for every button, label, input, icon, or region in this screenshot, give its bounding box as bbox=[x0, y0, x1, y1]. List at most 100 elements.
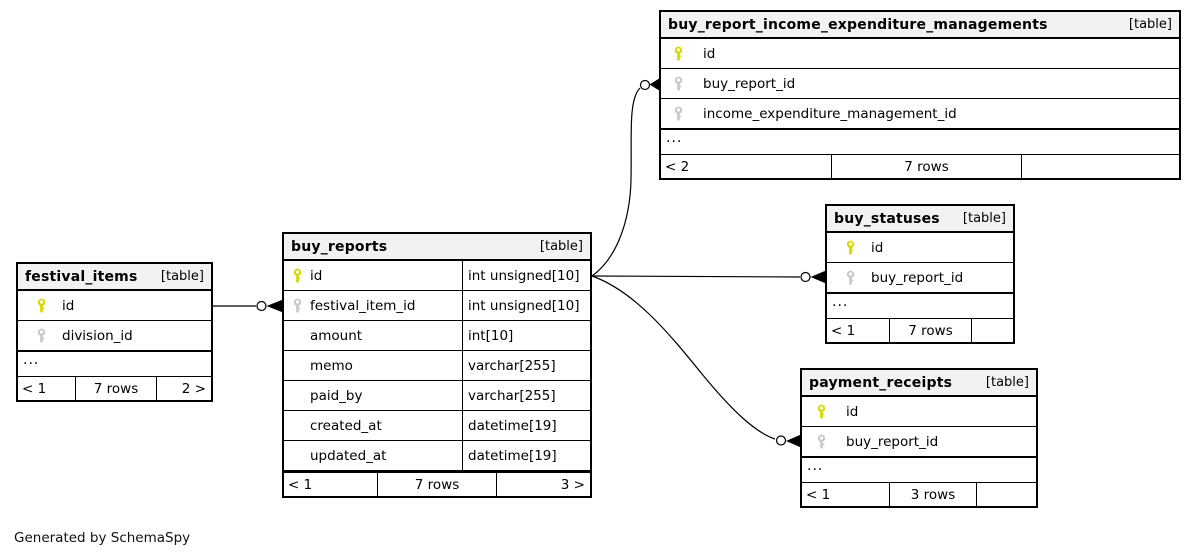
column-name-cell: paid_by bbox=[284, 381, 462, 410]
table-tag: [table] bbox=[539, 239, 583, 254]
zero-or-one-dot-icon bbox=[256, 300, 267, 312]
crow-arrow-icon bbox=[266, 299, 283, 313]
foreign-key-icon bbox=[36, 328, 47, 343]
column-row-buy_report_id: buy_report_id bbox=[802, 427, 1036, 457]
column-name-cell: id bbox=[661, 39, 1179, 68]
table-tag: [table] bbox=[160, 269, 204, 284]
column-row-paid_by: paid_by varchar[255] bbox=[284, 381, 590, 411]
column-name: paid_by bbox=[310, 387, 363, 404]
foreign-key-icon bbox=[292, 298, 303, 313]
column-type: varchar[255] bbox=[462, 381, 556, 410]
column-row-buy_report_id: buy_report_id bbox=[661, 69, 1179, 99]
column-name: festival_item_id bbox=[310, 297, 416, 314]
footer-parents: < 1 bbox=[831, 322, 856, 339]
column-name: buy_report_id bbox=[703, 75, 796, 92]
column-name-cell: id bbox=[802, 397, 1036, 426]
footer-row-count: 7 rows bbox=[831, 155, 1022, 178]
crow-arrow-icon bbox=[649, 78, 660, 91]
column-name-cell: updated_at bbox=[284, 441, 462, 470]
column-name: updated_at bbox=[310, 447, 387, 464]
table-header[interactable]: festival_items [table] bbox=[18, 264, 211, 291]
column-name-cell: buy_report_id bbox=[661, 69, 1179, 98]
table-title: festival_items bbox=[25, 268, 138, 285]
table-footer: < 1 7 rows bbox=[827, 319, 1013, 342]
table-tag: [table] bbox=[985, 375, 1029, 390]
column-row-id: id bbox=[827, 233, 1013, 263]
column-type: int unsigned[10] bbox=[462, 261, 580, 290]
column-name-cell: id bbox=[284, 261, 462, 290]
footer-children: 2 > bbox=[181, 380, 206, 397]
column-name: id bbox=[310, 267, 323, 284]
edge-buy-reports-to-payment-receipts bbox=[591, 275, 801, 448]
column-name: buy_report_id bbox=[871, 269, 964, 286]
column-name-cell: buy_report_id bbox=[827, 263, 1013, 292]
crow-arrow-icon bbox=[786, 434, 801, 448]
table-footer: < 1 3 rows bbox=[802, 483, 1036, 506]
column-name: division_id bbox=[62, 327, 133, 344]
column-name: id bbox=[703, 45, 716, 62]
foreign-key-icon bbox=[673, 106, 684, 121]
column-name-cell: amount bbox=[284, 321, 462, 350]
column-type: int unsigned[10] bbox=[462, 291, 580, 320]
column-name: created_at bbox=[310, 417, 382, 434]
table-title: buy_report_income_expenditure_management… bbox=[668, 16, 1048, 33]
footer-children bbox=[972, 319, 1013, 342]
column-name-cell: division_id bbox=[18, 321, 211, 350]
table-header[interactable]: buy_reports [table] bbox=[284, 234, 590, 261]
column-row-amount: amount int[10] bbox=[284, 321, 590, 351]
column-name-cell: festival_item_id bbox=[284, 291, 462, 320]
foreign-key-icon bbox=[845, 270, 856, 285]
column-name: amount bbox=[310, 327, 363, 344]
table-header[interactable]: buy_report_income_expenditure_management… bbox=[661, 12, 1179, 39]
edge-festival-items-to-buy-reports bbox=[213, 299, 283, 313]
column-name: id bbox=[62, 297, 75, 314]
table-header[interactable]: payment_receipts[table] bbox=[802, 370, 1036, 397]
ellipsis-row: ... bbox=[802, 457, 1036, 483]
ellipsis-row: ... bbox=[827, 293, 1013, 319]
edge-buy-reports-to-birem bbox=[591, 78, 660, 277]
table-header[interactable]: buy_statuses[table] bbox=[827, 206, 1013, 233]
primary-key-icon bbox=[292, 268, 303, 283]
footer-row-count: 7 rows bbox=[889, 319, 972, 342]
column-name: memo bbox=[310, 357, 353, 374]
zero-or-one-dot-icon bbox=[800, 271, 811, 283]
primary-key-icon bbox=[36, 298, 47, 313]
column-type: int[10] bbox=[462, 321, 513, 350]
column-row-division_id: division_id bbox=[18, 321, 211, 351]
table-box-buy_report_income_expenditure_managements[interactable]: buy_report_income_expenditure_management… bbox=[659, 10, 1181, 180]
column-name-cell: id bbox=[827, 233, 1013, 262]
column-name-cell: created_at bbox=[284, 411, 462, 440]
column-name-cell: income_expenditure_management_id bbox=[661, 99, 1179, 128]
footer-parents: < 1 bbox=[288, 476, 313, 493]
column-type: datetime[19] bbox=[462, 441, 557, 470]
generator-credit: Generated by SchemaSpy bbox=[14, 530, 191, 546]
column-row-updated_at: updated_at datetime[19] bbox=[284, 441, 590, 471]
column-type: datetime[19] bbox=[462, 411, 557, 440]
column-row-festival_item_id: festival_item_id int unsigned[10] bbox=[284, 291, 590, 321]
zero-or-one-dot-icon bbox=[775, 435, 787, 446]
table-title: buy_reports bbox=[291, 238, 388, 255]
column-row-id: id bbox=[18, 291, 211, 321]
zero-or-one-dot-icon bbox=[639, 79, 651, 91]
crow-arrow-icon bbox=[810, 270, 826, 284]
column-name-cell: memo bbox=[284, 351, 462, 380]
primary-key-icon bbox=[845, 240, 856, 255]
ellipsis-row: ... bbox=[18, 351, 211, 377]
footer-row-count: 7 rows bbox=[377, 473, 497, 496]
footer-row-count: 3 rows bbox=[889, 483, 977, 506]
footer-row-count: 7 rows bbox=[75, 377, 157, 400]
primary-key-icon bbox=[673, 46, 684, 61]
column-row-id: id int unsigned[10] bbox=[284, 261, 590, 291]
footer-children bbox=[1022, 155, 1179, 178]
column-name: id bbox=[871, 239, 884, 256]
table-title: buy_statuses bbox=[834, 210, 940, 227]
column-row-id: id bbox=[661, 39, 1179, 69]
footer-parents: < 1 bbox=[806, 486, 831, 503]
